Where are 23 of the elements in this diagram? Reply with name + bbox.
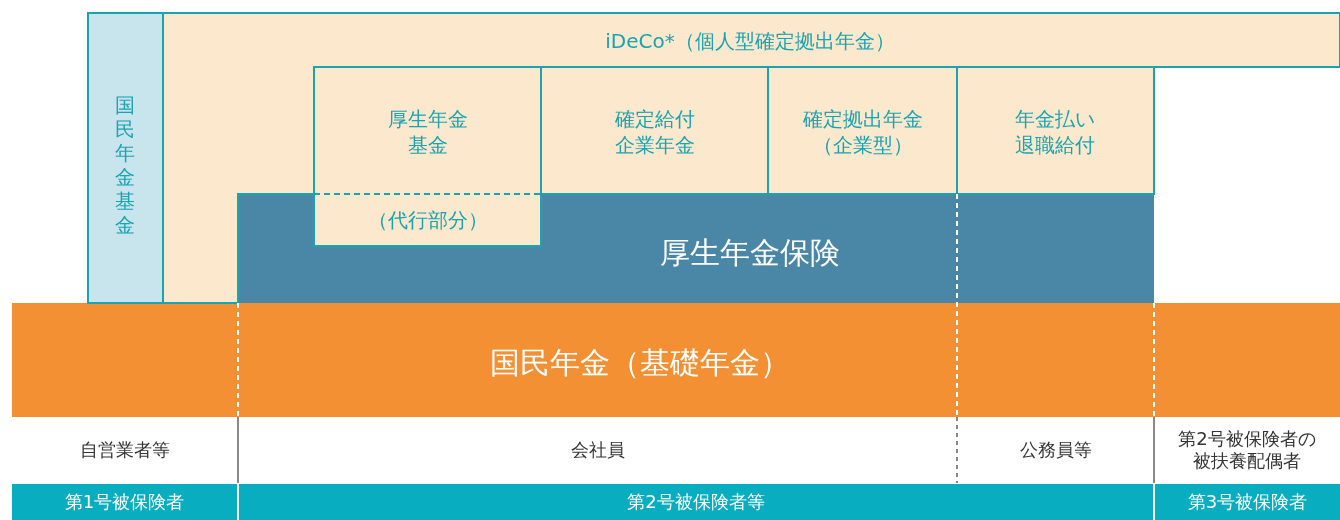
block-title: 国民年金（基礎年金） — [490, 343, 790, 382]
category-label: 公務員等 — [1019, 438, 1092, 462]
box-label: 確定拠出年金（企業型） — [801, 106, 924, 158]
box-label: 国民年金基金 — [115, 93, 135, 237]
national-pension-block — [12, 303, 1340, 417]
box-label: iDeCo*（個人型確定拠出年金） — [605, 28, 895, 54]
category-bar: 第1号被保険者 — [12, 484, 237, 520]
category-label: 自営業者等 — [80, 438, 170, 462]
box-label: 年金払い退職給付 — [1014, 106, 1096, 158]
pension-box — [956, 66, 1155, 195]
pension-box — [540, 66, 769, 195]
category-label: 会社員 — [570, 438, 625, 462]
l-shaped-panel — [162, 12, 1340, 304]
category-label: 第2号被保険者の被扶養配偶者 — [1177, 427, 1317, 473]
fund-column — [87, 12, 164, 304]
block-title: 厚生年金保険 — [660, 233, 840, 272]
pension-fund-box — [313, 66, 542, 247]
box-label: 確定給付企業年金 — [614, 106, 696, 158]
box-label: 厚生年金基金 — [386, 106, 469, 158]
category-bar: 第2号被保険者等 — [239, 484, 1153, 520]
box-note: （代行部分） — [367, 207, 488, 233]
category-bar: 第3号被保険者 — [1155, 484, 1340, 520]
pension-box — [767, 66, 958, 195]
